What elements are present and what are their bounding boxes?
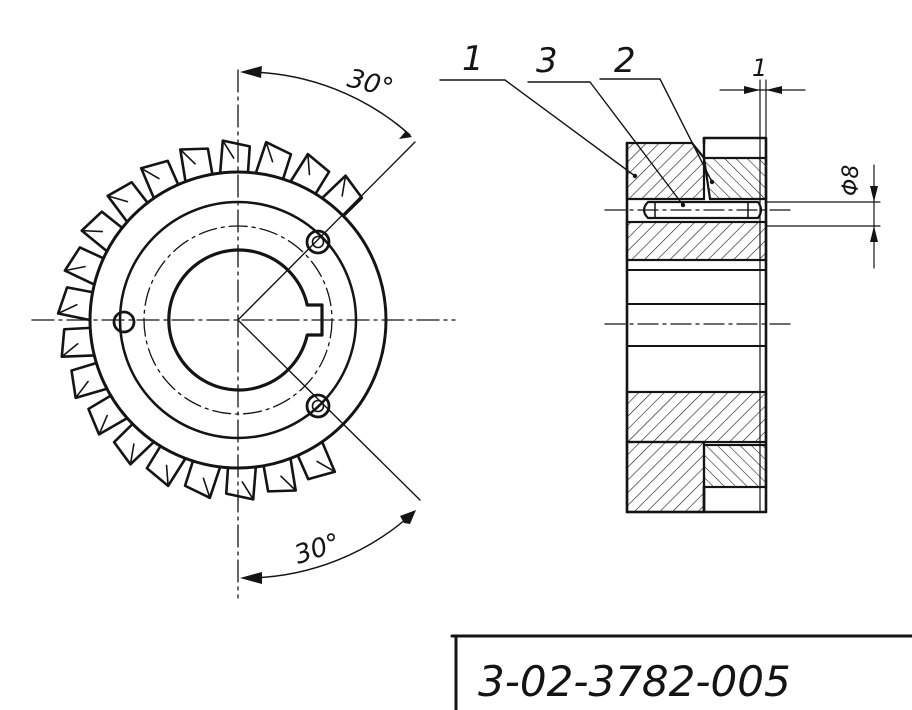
cutter-tooth xyxy=(179,147,214,183)
cutter-tooth-face xyxy=(80,229,104,233)
leader-2 xyxy=(599,78,713,183)
cutter-tooth xyxy=(80,210,124,253)
front-view: 30° 30° xyxy=(31,64,456,599)
leader-dot xyxy=(680,202,686,208)
cutter-tooth xyxy=(289,152,331,196)
cutter-tooth-face xyxy=(106,195,129,203)
title-block: 3-02-3782-005 xyxy=(450,634,912,710)
cutter-tooth-face xyxy=(60,342,79,358)
arrow-icon xyxy=(870,226,878,242)
part-1-body-section xyxy=(625,141,706,201)
hole-top-inner xyxy=(311,235,325,249)
cutter-tooth-face xyxy=(265,141,274,163)
bore-with-keyway xyxy=(167,248,324,392)
cutter-tooth xyxy=(254,140,293,181)
cutter-tooth-face xyxy=(98,414,108,436)
arrow-icon xyxy=(400,510,416,524)
cutter-tooth-face xyxy=(179,148,196,165)
part-2-tooth-section xyxy=(702,156,768,201)
cutter-teeth xyxy=(56,139,364,501)
cutter-tooth-face xyxy=(280,475,297,492)
cutter-tooth-face xyxy=(341,174,347,197)
leader-dot xyxy=(632,173,638,179)
leader-3 xyxy=(527,81,684,206)
cutter-tooth-face xyxy=(140,167,160,180)
cutter-tooth-face xyxy=(165,464,169,487)
angle-line-bottom xyxy=(237,319,421,501)
pin-part-3 xyxy=(642,200,763,220)
arrow-icon xyxy=(744,86,760,94)
cutter-tooth-face xyxy=(307,153,311,176)
dim-width-label: 1 xyxy=(752,54,767,82)
leader-1 xyxy=(439,79,636,177)
cutter-tooth-face xyxy=(316,460,336,473)
hub-circle xyxy=(118,200,358,440)
callout-3: 3 xyxy=(536,41,558,81)
arrow-icon xyxy=(766,86,782,94)
arrow-icon xyxy=(396,122,412,139)
document-number: 3-02-3782-005 xyxy=(478,657,791,706)
cutter-tooth xyxy=(139,159,180,200)
hub-section-upper xyxy=(625,220,768,262)
cutter-tooth-face xyxy=(202,477,211,499)
cutter-tooth-face xyxy=(57,303,78,315)
cutter-tooth xyxy=(296,440,337,481)
dim-diameter-label: Φ8 xyxy=(839,165,864,196)
cutter-tooth-face xyxy=(129,443,135,466)
arrow-icon xyxy=(240,572,262,584)
arrow-icon xyxy=(240,66,262,78)
cutter-tooth xyxy=(112,422,156,466)
angle-arc-bottom xyxy=(247,511,415,579)
cutter-tooth-face xyxy=(74,380,89,399)
cutter-tooth xyxy=(224,465,258,501)
cutter-tooth xyxy=(106,180,149,224)
hole-top xyxy=(305,229,331,255)
cutter-tooth xyxy=(87,394,129,436)
cutter-tooth xyxy=(183,459,222,500)
callout-1: 1 xyxy=(462,39,484,79)
cutter-tooth xyxy=(145,444,187,488)
callout-2: 2 xyxy=(614,41,636,81)
part-1-body-section-bottom xyxy=(625,440,706,514)
cutter-tooth xyxy=(63,246,105,286)
cutter-tooth xyxy=(320,174,364,218)
hole-bottom xyxy=(305,393,331,419)
cutter-tooth xyxy=(56,286,94,322)
angle-label-top: 30° xyxy=(344,64,396,104)
arrow-icon xyxy=(870,186,878,202)
angle-arc-top xyxy=(247,71,411,136)
leader-dot xyxy=(709,179,715,185)
hole-bottom-inner xyxy=(311,399,325,413)
cutter-tooth-face xyxy=(64,265,86,272)
cutter-tooth xyxy=(262,457,297,493)
hole-left xyxy=(112,310,136,334)
cutter-tooth-face xyxy=(241,481,255,501)
tooth-root-circle xyxy=(88,170,388,470)
part-2-tooth-section-bottom xyxy=(702,443,768,489)
section-view: 1 3 2 1 Φ8 xyxy=(439,39,881,514)
cutter-tooth xyxy=(218,139,252,175)
hub-section-lower xyxy=(625,390,768,444)
pitch-circle xyxy=(143,225,333,415)
cutter-tooth xyxy=(70,361,109,400)
angle-label-bottom: 30° xyxy=(291,528,344,571)
cutter-tooth xyxy=(60,326,96,359)
cutter-tooth-face xyxy=(221,139,235,159)
angle-line-top xyxy=(237,141,416,321)
